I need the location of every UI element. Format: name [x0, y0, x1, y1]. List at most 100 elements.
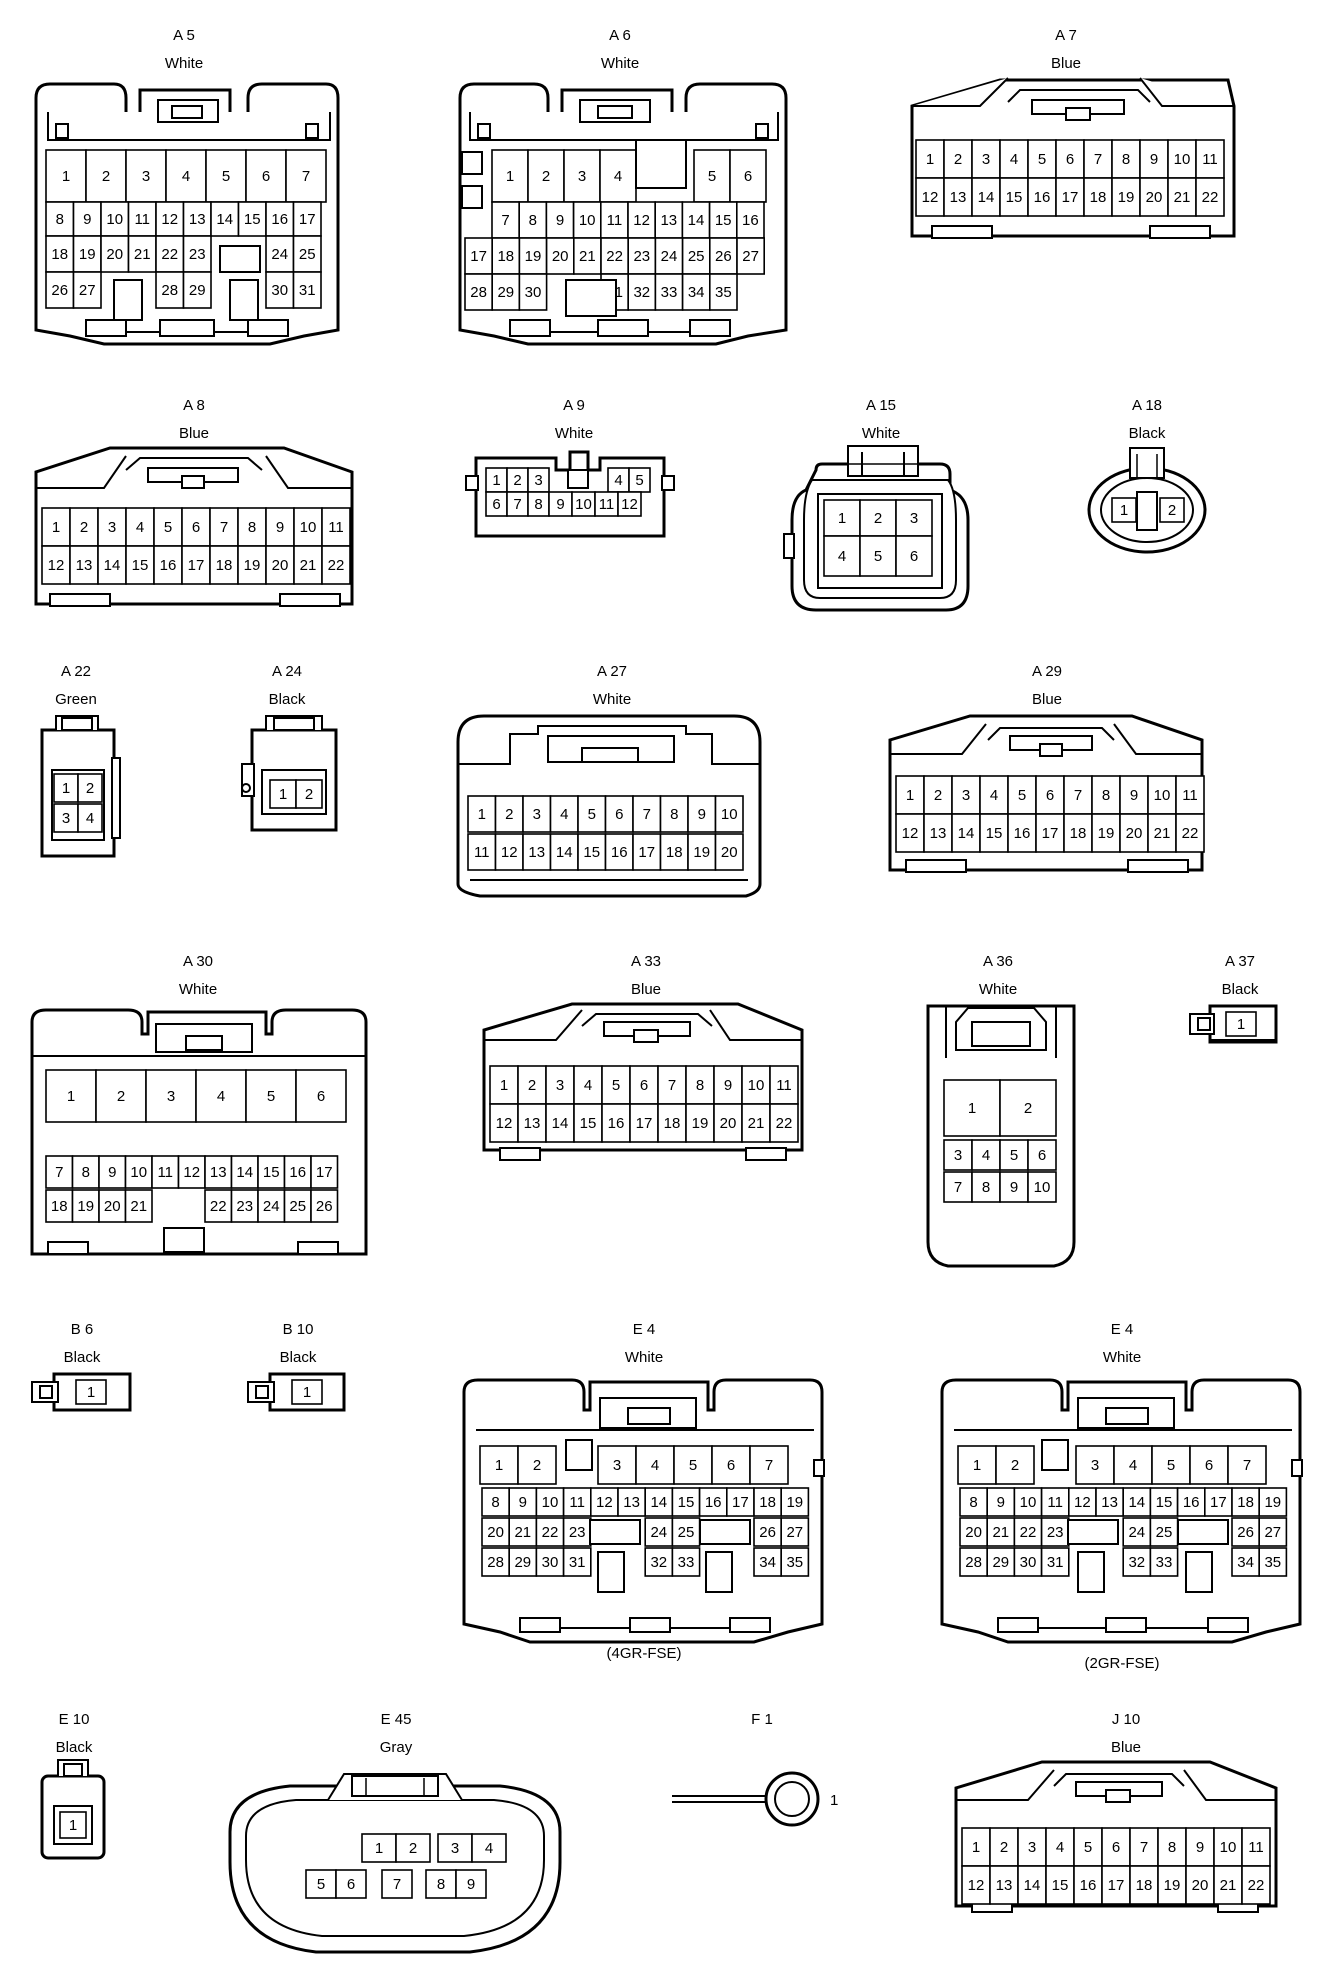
a5-cell — [182, 271, 212, 309]
f1-pin-number: 1 — [830, 1792, 838, 1809]
j10-cell — [1241, 1827, 1271, 1867]
e4a-cell — [481, 1487, 511, 1517]
a5-pin-3: 3 — [142, 168, 150, 185]
a24-cell — [295, 779, 323, 809]
label-a37-color: Black — [1222, 981, 1259, 998]
e4a-cell — [535, 1517, 565, 1547]
a6-pin-34: 34 — [688, 284, 705, 301]
a29-cell — [1147, 813, 1177, 853]
a22-cell — [53, 803, 79, 833]
a6-cell — [654, 273, 684, 311]
a29-cell — [1063, 813, 1093, 853]
b10-cell — [291, 1379, 323, 1405]
a29-pin-10: 10 — [1154, 787, 1171, 804]
a30-pin-3: 3 — [167, 1088, 175, 1105]
a24-pin-2: 2 — [305, 786, 313, 803]
a7-pin-12: 12 — [922, 189, 939, 206]
a15-cell — [859, 499, 897, 537]
e4b-pin-6: 6 — [1205, 1457, 1213, 1474]
label-a36-color: White — [979, 981, 1017, 998]
a5-cell — [45, 271, 75, 309]
a36-pin-5: 5 — [1010, 1147, 1018, 1164]
a5-cell — [292, 235, 322, 273]
a7-cell — [1167, 177, 1197, 217]
a15-pin-5: 5 — [874, 548, 882, 565]
e4a-cell — [517, 1445, 557, 1485]
a29-cell — [1035, 813, 1065, 853]
a5-blank-slot — [229, 279, 259, 321]
a8-pin-18: 18 — [216, 557, 233, 574]
j10-pin-18: 18 — [1136, 1877, 1153, 1894]
a7-pin-20: 20 — [1146, 189, 1163, 206]
a33-cell — [601, 1103, 631, 1143]
a6-cell — [654, 201, 684, 239]
a5-pin-6: 6 — [262, 168, 270, 185]
j10-pin-2: 2 — [1000, 1839, 1008, 1856]
connector-f1-terminal: 1 — [672, 1771, 838, 1827]
e4a-pin-35: 35 — [786, 1554, 803, 1571]
e4b-pin-4: 4 — [1129, 1457, 1137, 1474]
a36-pin-10: 10 — [1034, 1179, 1051, 1196]
e4b-pin-20: 20 — [965, 1524, 982, 1541]
a29-pin-22: 22 — [1182, 825, 1199, 842]
a7-cell — [943, 177, 973, 217]
a7-cell — [915, 177, 945, 217]
label-j10-color: Blue — [1111, 1739, 1141, 1756]
j10-cell — [961, 1827, 991, 1867]
e45-cell — [455, 1869, 487, 1899]
a8-pin-3: 3 — [108, 519, 116, 536]
a7-pin-9: 9 — [1150, 151, 1158, 168]
a36-cell — [943, 1171, 973, 1203]
a6-pin-8: 8 — [529, 212, 537, 229]
a30-pin-8: 8 — [82, 1164, 90, 1181]
e4b-pin-25: 25 — [1156, 1524, 1173, 1541]
a22-pin-3: 3 — [62, 810, 70, 827]
e4a-pin-7: 7 — [765, 1457, 773, 1474]
label-j10-id: J 10 — [1112, 1711, 1140, 1728]
j10-pin-13: 13 — [996, 1877, 1013, 1894]
a6-pin-9: 9 — [556, 212, 564, 229]
label-a22-color: Green — [55, 691, 97, 708]
a5-pin-30: 30 — [271, 282, 288, 299]
a6-pin-14: 14 — [688, 212, 705, 229]
a5-cell — [72, 235, 102, 273]
a30-pin-20: 20 — [104, 1198, 121, 1215]
a27-pin-12: 12 — [501, 844, 518, 861]
e4a-pin-13: 13 — [623, 1494, 640, 1511]
label-a6-color: White — [601, 55, 639, 72]
a9-pin-5: 5 — [635, 472, 643, 489]
a8-pin-8: 8 — [248, 519, 256, 536]
a9-pin-10: 10 — [575, 496, 592, 513]
a8-cell — [321, 507, 351, 547]
label-a15-color: White — [862, 425, 900, 442]
a29-cell — [895, 775, 925, 815]
a6-cell — [627, 237, 657, 275]
a33-pin-1: 1 — [500, 1077, 508, 1094]
a8-pin-5: 5 — [164, 519, 172, 536]
a8-cell — [97, 545, 127, 585]
a30-cell — [310, 1189, 339, 1223]
a8-cell — [265, 507, 295, 547]
a33-cell — [629, 1103, 659, 1143]
a7-pin-17: 17 — [1062, 189, 1079, 206]
a33-pin-14: 14 — [552, 1115, 569, 1132]
a29-pin-12: 12 — [902, 825, 919, 842]
a5-pin-28: 28 — [161, 282, 178, 299]
a6-pin-26: 26 — [715, 248, 732, 265]
a33-pin-15: 15 — [580, 1115, 597, 1132]
a33-pin-19: 19 — [692, 1115, 709, 1132]
a27-pin-19: 19 — [693, 844, 710, 861]
e4a-pin-10: 10 — [542, 1494, 559, 1511]
a6-pin-23: 23 — [633, 248, 650, 265]
a29-cell — [1091, 813, 1121, 853]
a8-pin-15: 15 — [132, 557, 149, 574]
a33-cell — [517, 1103, 547, 1143]
a33-pin-22: 22 — [776, 1115, 793, 1132]
j10-cell — [1213, 1827, 1243, 1867]
a5-pin-9: 9 — [83, 211, 91, 228]
a5-pin-29: 29 — [189, 282, 206, 299]
e4b-cell — [1122, 1547, 1152, 1577]
b6-pin-1: 1 — [87, 1384, 95, 1401]
e4a-cell — [597, 1445, 637, 1485]
